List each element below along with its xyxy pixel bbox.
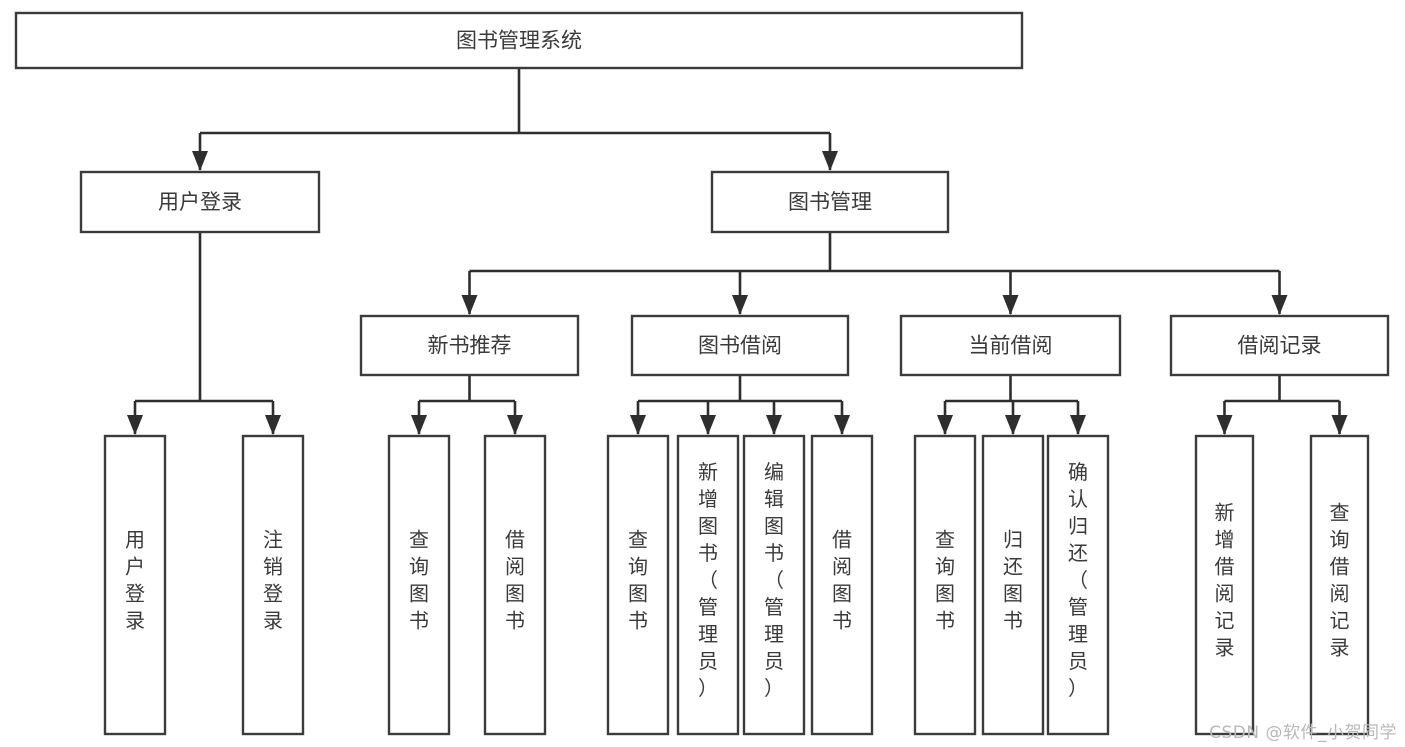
node-box (387, 434, 451, 736)
node-l3-0[interactable]: 新书推荐 (359, 314, 580, 377)
node-label: 查询图书 (935, 528, 955, 633)
leaf-node-10[interactable]: 确认归还（管理员） (1046, 434, 1110, 736)
node-box (810, 434, 874, 736)
node-box (241, 434, 305, 736)
node-label: 查询借阅记录 (1330, 501, 1350, 660)
node-box (1169, 314, 1390, 377)
node-label: 当前借阅 (969, 334, 1053, 358)
arrow-head-icon (700, 415, 716, 435)
node-root-0[interactable]: 图书管理系统 (14, 11, 1024, 70)
arrow-head-icon (1216, 415, 1233, 435)
node-box (710, 170, 950, 234)
arrow-head-icon (507, 415, 523, 435)
node-box (359, 314, 580, 377)
leaf-node-5[interactable]: 新增图书（管理员） (676, 434, 740, 736)
arrow-head-icon (1271, 295, 1288, 315)
node-label: 查询图书 (628, 528, 648, 633)
node-l3-1[interactable]: 图书借阅 (630, 314, 850, 377)
arrow-head-icon (834, 415, 850, 435)
arrow-head-icon (127, 415, 143, 435)
leaf-node-11[interactable]: 新增借阅记录 (1194, 434, 1255, 736)
node-box (606, 434, 670, 736)
arrow-head-icon (630, 415, 646, 435)
leaf-node-7[interactable]: 借阅图书 (810, 434, 874, 736)
arrow-head-icon (192, 151, 208, 171)
node-label: 新书推荐 (428, 334, 512, 358)
node-label: 查询图书 (409, 528, 429, 633)
leaf-node-9[interactable]: 归还图书 (981, 434, 1045, 736)
node-label: 借阅图书 (505, 528, 525, 633)
watermark-text: CSDN @软件_小贺同学 (1209, 723, 1397, 743)
arrow-head-icon (1002, 295, 1019, 315)
node-label: 新增借阅记录 (1215, 501, 1235, 660)
leaf-node-4[interactable]: 查询图书 (606, 434, 670, 736)
arrow-head-icon (766, 415, 782, 435)
arrow-head-icon (411, 415, 427, 435)
leaf-node-3[interactable]: 借阅图书 (483, 434, 547, 736)
node-layer: 用户登录注销登录查询图书借阅图书查询图书新增图书（管理员）编辑图书（管理员）借阅… (14, 11, 1390, 736)
node-box (1046, 434, 1110, 736)
node-label: 图书管理 (788, 190, 872, 214)
node-box (981, 434, 1045, 736)
node-l2-1[interactable]: 图书管理 (710, 170, 950, 234)
arrow-head-icon (1070, 415, 1086, 435)
leaf-node-2[interactable]: 查询图书 (387, 434, 451, 736)
connector-layer (127, 68, 1348, 435)
arrow-head-icon (461, 295, 478, 315)
node-label: 用户登录 (125, 528, 145, 633)
node-label: 借阅记录 (1238, 334, 1322, 358)
node-box (676, 434, 740, 736)
arrow-head-icon (1005, 415, 1021, 435)
arrow-head-icon (265, 415, 281, 435)
leaf-node-0[interactable]: 用户登录 (103, 434, 167, 736)
node-l3-2[interactable]: 当前借阅 (899, 314, 1122, 377)
node-label: 图书管理系统 (456, 29, 582, 53)
node-label: 图书借阅 (698, 334, 782, 358)
node-label: 用户登录 (158, 190, 242, 214)
arrow-head-icon (822, 151, 838, 171)
node-label: 注销登录 (263, 528, 283, 633)
node-box (1309, 434, 1370, 736)
node-l3-3[interactable]: 借阅记录 (1169, 314, 1390, 377)
node-label: 确认归还（管理员） (1068, 460, 1088, 700)
leaf-node-6[interactable]: 编辑图书（管理员） (742, 434, 806, 736)
node-box (630, 314, 850, 377)
node-box (899, 314, 1122, 377)
node-label: 借阅图书 (832, 528, 852, 633)
arrow-head-icon (732, 295, 748, 315)
node-box (14, 11, 1024, 70)
node-label: 归还图书 (1003, 528, 1023, 633)
node-box (483, 434, 547, 736)
leaf-node-1[interactable]: 注销登录 (241, 434, 305, 736)
node-box (79, 170, 321, 234)
node-label: 新增图书（管理员） (698, 460, 718, 700)
node-l2-0[interactable]: 用户登录 (79, 170, 321, 234)
leaf-node-12[interactable]: 查询借阅记录 (1309, 434, 1370, 736)
node-box (742, 434, 806, 736)
arrow-head-icon (1331, 415, 1348, 435)
node-box (1194, 434, 1255, 736)
arrow-head-icon (937, 415, 953, 435)
node-box (913, 434, 977, 736)
node-box (103, 434, 167, 736)
node-label: 编辑图书（管理员） (764, 460, 784, 700)
leaf-node-8[interactable]: 查询图书 (913, 434, 977, 736)
